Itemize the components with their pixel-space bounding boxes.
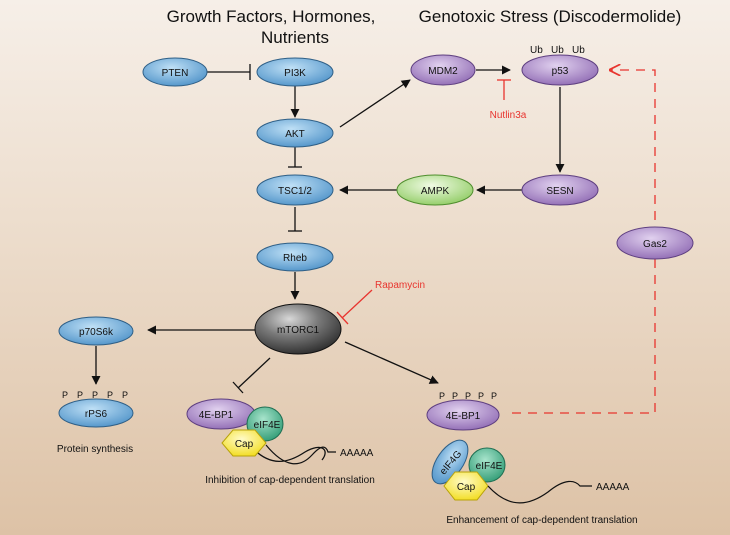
cap-right-label: Cap — [457, 482, 476, 493]
node-tsc: TSC1/2 — [256, 174, 334, 206]
node-sesn: SESN — [521, 174, 599, 206]
eif4g-right-shape — [431, 439, 469, 485]
cap-right-shape — [443, 471, 489, 501]
mrna-right-line — [487, 480, 592, 504]
node-p70s6k: p70S6k — [58, 316, 134, 346]
p-mark-rps6-3: P — [92, 390, 98, 400]
ub-mark-3: Ub — [572, 45, 585, 56]
ebp1-right-label: 4E-BP1 — [446, 411, 481, 422]
rheb-label: Rheb — [283, 253, 307, 264]
ampk-label: AMPK — [421, 186, 450, 197]
complex-right: 4E-BP1 eIF4G eIF4E Cap AAAAA — [426, 399, 630, 504]
rapamycin-inhibits-mtorc1-bar — [336, 311, 349, 325]
p53-label: p53 — [552, 66, 569, 77]
node-pi3k: PI3K — [256, 57, 334, 87]
p-mark-4ebp1-3: P — [465, 391, 471, 401]
akt-label: AKT — [285, 129, 304, 140]
mtorc1-label: mTORC1 — [277, 325, 319, 336]
rps6-label: rPS6 — [85, 409, 108, 420]
pi3k-label: PI3K — [284, 68, 306, 79]
cap-left-shape — [221, 429, 267, 457]
nutlin-label: Nutlin3a — [490, 110, 527, 121]
cap-left-label: Cap — [235, 439, 254, 450]
p-mark-4ebp1-1: P — [439, 391, 445, 401]
pten-label: PTEN — [162, 68, 189, 79]
rapamycin-inhibits-mtorc1 — [341, 289, 373, 319]
genotoxic-stress-header: Genotoxic Stress (Discodermolide) — [419, 7, 682, 26]
ebp1-right-shape — [426, 399, 500, 431]
polya-left: AAAAA — [340, 448, 374, 459]
mtorc1-to-4ebp1-right-arrow — [344, 341, 439, 384]
node-rheb: Rheb — [256, 242, 334, 272]
p70s6k-label: p70S6k — [79, 327, 114, 338]
mtorc1-inhibits-4ebp1-left-bar — [232, 381, 244, 394]
ebp1-left-label: 4E-BP1 — [199, 410, 234, 421]
mrna-left — [247, 442, 326, 462]
caption-protein-synthesis: Protein synthesis — [57, 444, 133, 455]
phospho-marks-4ebp1: P P P P P — [439, 391, 497, 401]
complex-left: 4E-BP1 eIF4E Cap AAAAA — [186, 398, 374, 465]
ubiquitin-marks: Ub Ub Ub — [530, 45, 585, 56]
p-mark-rps6-4: P — [107, 390, 113, 400]
p-mark-rps6-2: P — [77, 390, 83, 400]
node-akt: AKT — [256, 118, 334, 148]
p-mark-rps6-5: P — [122, 390, 128, 400]
phospho-marks-rps6: P P P P P — [62, 390, 128, 400]
node-pten: PTEN — [142, 57, 208, 87]
node-ampk: AMPK — [396, 174, 474, 206]
connectors — [91, 64, 565, 394]
growth-factors-header-line2: Nutrients — [261, 28, 329, 47]
p-mark-4ebp1-4: P — [478, 391, 484, 401]
gas2-dashed-feedback — [512, 70, 656, 414]
gas2-label: Gas2 — [643, 239, 667, 250]
node-mdm2: MDM2 — [410, 54, 476, 86]
sesn-label: SESN — [546, 186, 573, 197]
caption-enhancement: Enhancement of cap-dependent translation — [446, 515, 637, 526]
growth-factors-header-line1: Growth Factors, Hormones, — [167, 7, 376, 26]
p-mark-rps6-1: P — [62, 390, 68, 400]
inhibitor-lines — [336, 70, 656, 414]
node-p53: p53 — [521, 54, 599, 86]
rapamycin-label: Rapamycin — [375, 280, 425, 291]
mrna-left-line — [265, 444, 336, 465]
ub-mark-1: Ub — [530, 45, 543, 56]
p-mark-4ebp1-5: P — [491, 391, 497, 401]
eif4e-right-label: eIF4E — [476, 461, 503, 472]
akt-to-mdm2-arrow — [339, 79, 411, 128]
polya-right: AAAAA — [596, 482, 630, 493]
eif4e-left-label: eIF4E — [254, 420, 281, 431]
node-rps6: rPS6 — [58, 398, 134, 428]
tsc-label: TSC1/2 — [278, 186, 312, 197]
p-mark-4ebp1-2: P — [452, 391, 458, 401]
mdm2-label: MDM2 — [428, 66, 458, 77]
caption-inhibition: Inhibition of cap-dependent translation — [205, 475, 375, 486]
mtorc1-inhibits-4ebp1-left — [237, 357, 271, 389]
node-gas2: Gas2 — [616, 226, 694, 260]
node-mtorc1: mTORC1 — [254, 303, 342, 355]
ub-mark-2: Ub — [551, 45, 564, 56]
